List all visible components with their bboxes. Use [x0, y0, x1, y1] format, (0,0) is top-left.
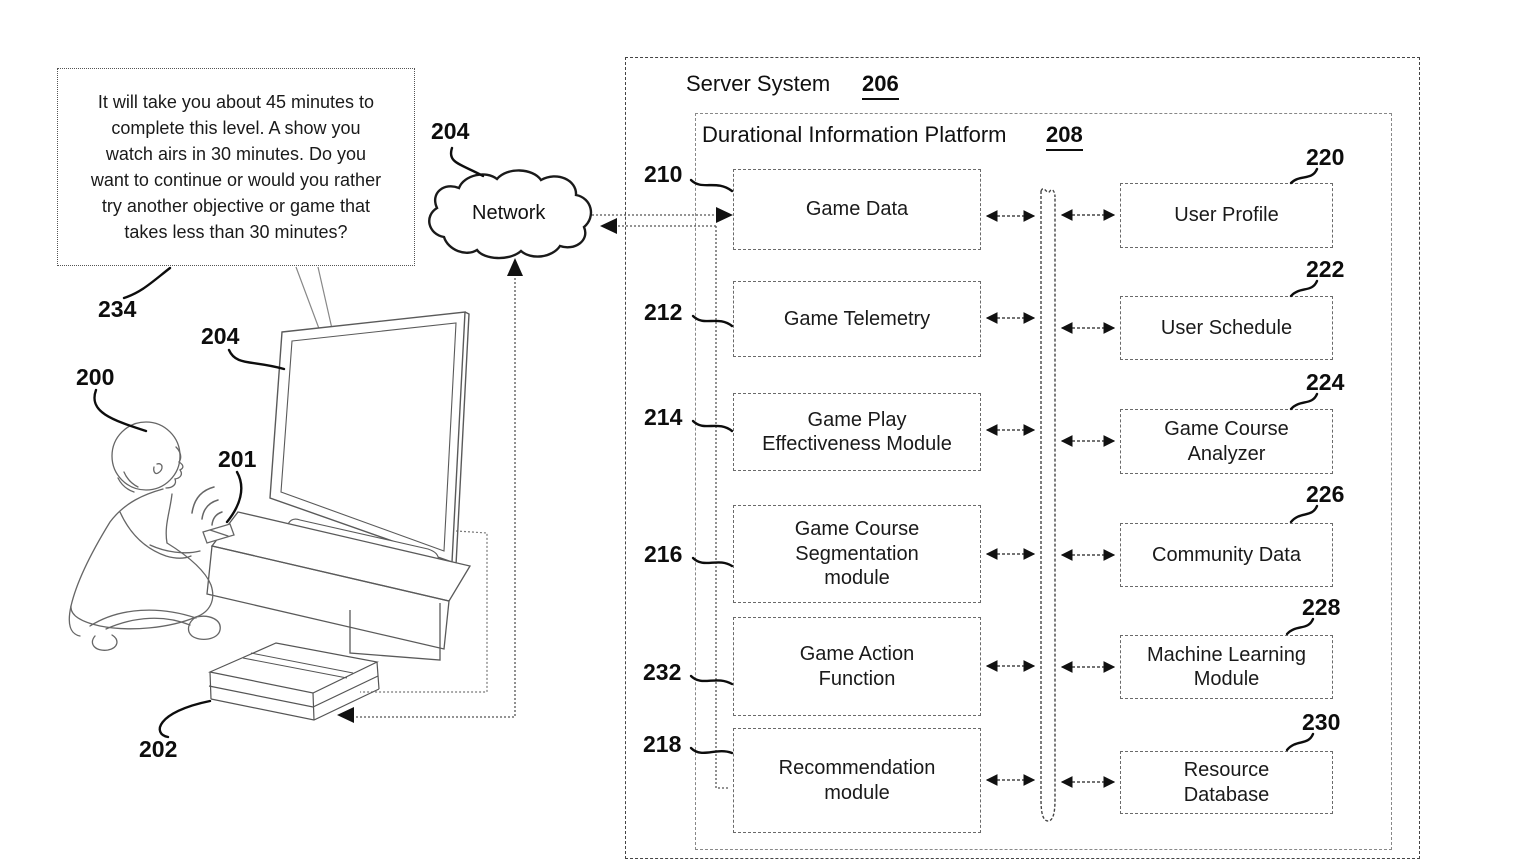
- game-controller: [202, 523, 235, 544]
- ref-216: 216: [644, 541, 683, 567]
- ref-234-bubble: 234: [98, 296, 137, 322]
- module-game-data: Game Data: [733, 169, 981, 250]
- module-recommendation: Recommendation module: [733, 728, 981, 833]
- network-label: Network: [472, 202, 546, 224]
- tv-console-cable: [360, 530, 488, 693]
- ref-224: 224: [1306, 369, 1345, 395]
- module-game-action-function: Game Action Function: [733, 617, 981, 716]
- ref-220: 220: [1306, 144, 1345, 170]
- ref-208: 208: [1046, 122, 1083, 151]
- ref-202-console: 202: [139, 736, 178, 762]
- ref-204-network: 204: [431, 118, 470, 144]
- user-head: [111, 421, 181, 491]
- ref-232: 232: [643, 659, 682, 685]
- ref-204-display: 204: [201, 323, 240, 349]
- television: [269, 311, 470, 570]
- module-community-data: Community Data: [1120, 523, 1333, 587]
- module-game-telemetry: Game Telemetry: [733, 281, 981, 357]
- platform-title: Durational Information Platform: [702, 122, 1007, 147]
- game-console: [208, 642, 380, 721]
- ref-201-controller: 201: [218, 446, 257, 472]
- speech-bubble: It will take you about 45 minutes to com…: [57, 68, 415, 266]
- module-machine-learning: Machine Learning Module: [1120, 635, 1333, 699]
- ref-200-user: 200: [76, 364, 115, 390]
- ref-214: 214: [644, 404, 683, 430]
- module-resource-database: Resource Database: [1120, 751, 1333, 814]
- ref-212: 212: [644, 299, 683, 325]
- ref-210: 210: [644, 161, 683, 187]
- ref-222: 222: [1306, 256, 1345, 282]
- ref-226: 226: [1306, 481, 1345, 507]
- server-system-title: Server System: [686, 71, 831, 96]
- media-table: [206, 511, 472, 661]
- ref-206: 206: [862, 71, 899, 100]
- module-game-course-analyzer: Game Course Analyzer: [1120, 409, 1333, 474]
- module-user-profile: User Profile: [1120, 183, 1333, 248]
- module-user-schedule: User Schedule: [1120, 296, 1333, 360]
- ref-228: 228: [1302, 594, 1341, 620]
- seated-user: [68, 421, 235, 651]
- server-system-box: [625, 57, 1420, 859]
- speech-bubble-tail: [295, 266, 353, 418]
- ref-218: 218: [643, 731, 682, 757]
- wireless-signal-icon: [191, 486, 223, 526]
- module-game-course-segmentation: Game Course Segmentation module: [733, 505, 981, 603]
- ref-230: 230: [1302, 709, 1341, 735]
- durational-platform-box: [695, 113, 1392, 850]
- module-game-play-effectiveness: Game Play Effectiveness Module: [733, 393, 981, 471]
